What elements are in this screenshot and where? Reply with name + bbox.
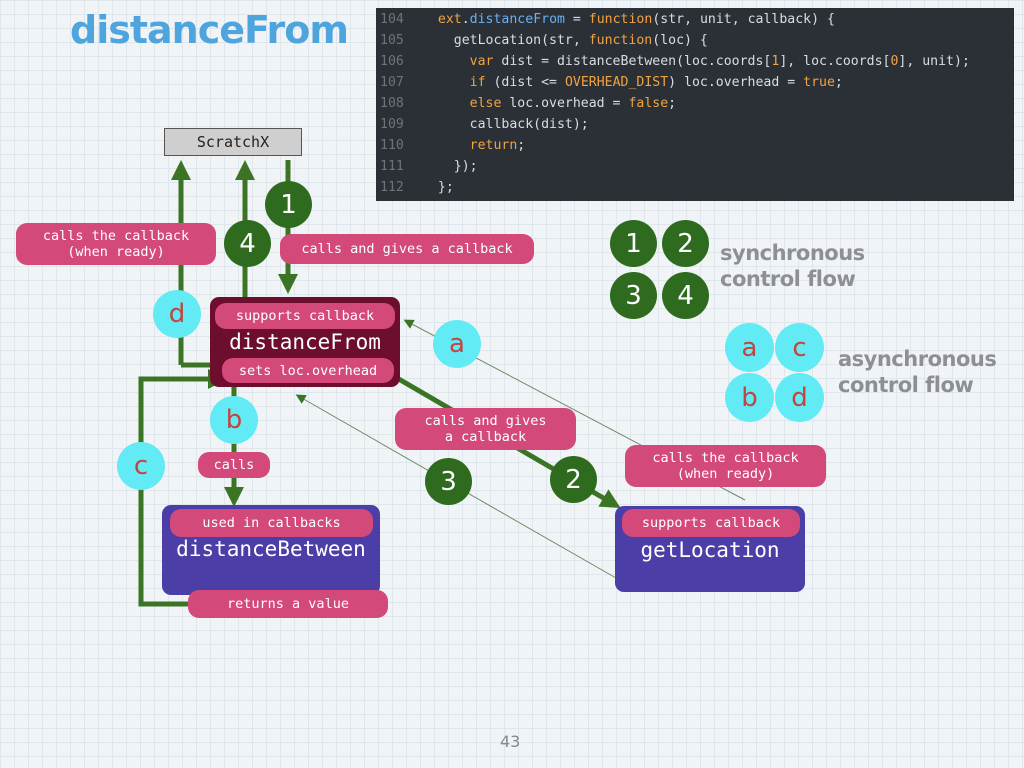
line-number: 111 [380, 159, 404, 174]
legend-sync-3: 3 [610, 272, 657, 319]
code-text: var dist = distanceBetween(loc.coords[1]… [469, 54, 970, 69]
arrow-c-return [138, 369, 228, 607]
line-number: 109 [380, 117, 404, 132]
code-text: callback(dist); [422, 117, 589, 132]
step-4-marker: 4 [224, 220, 271, 267]
legend-async-label: asynchronous control flow [838, 347, 997, 397]
line-number: 108 [380, 96, 404, 111]
legend-async-a: a [725, 323, 774, 372]
calls-callback-label-left: calls the callback (when ready) [16, 223, 216, 265]
code-text: ext.distanceFrom = function(str, unit, c… [437, 12, 835, 27]
sets-overhead-tag: sets loc.overhead [222, 358, 394, 383]
code-text: else loc.overhead = false; [469, 96, 677, 111]
code-line: 108 else loc.overhead = false; [376, 93, 676, 114]
line-number: 112 [380, 180, 404, 195]
page-title: distanceFrom [70, 8, 349, 52]
line-number: 104 [380, 12, 404, 27]
page-number: 43 [500, 732, 521, 751]
used-in-callbacks-tag: used in callbacks [170, 509, 373, 537]
code-text: if (dist <= OVERHEAD_DIST) loc.overhead … [469, 75, 843, 90]
line-number: 110 [380, 138, 404, 153]
calls-label: calls [198, 452, 270, 478]
code-block: 104 ext.distanceFrom = function(str, uni… [376, 8, 1014, 201]
step-b-marker: b [210, 396, 258, 444]
legend-sync-4: 4 [662, 272, 709, 319]
calls-gives-callback-label-top: calls and gives a callback [280, 234, 534, 264]
line-number: 105 [380, 33, 404, 48]
code-text: }; [422, 180, 454, 195]
step-c-marker: c [117, 442, 165, 490]
step-a-marker: a [433, 320, 481, 368]
step-2-marker: 2 [550, 456, 597, 503]
code-line: 110 return; [376, 135, 525, 156]
returns-value-label: returns a value [188, 590, 388, 618]
code-line: 112 }; [376, 177, 454, 198]
get-location-label: getLocation [640, 538, 780, 562]
legend-sync-2: 2 [662, 220, 709, 267]
code-text: return; [469, 138, 526, 153]
step-1-marker: 1 [265, 181, 312, 228]
code-line: 104 ext.distanceFrom = function(str, uni… [376, 9, 835, 30]
code-line: 105 getLocation(str, function(loc) { [376, 30, 708, 51]
distance-from-label: distanceFrom [229, 330, 381, 354]
line-number: 107 [380, 75, 404, 90]
supports-callback-tag: supports callback [215, 303, 395, 329]
code-line: 106 var dist = distanceBetween(loc.coord… [376, 51, 970, 72]
code-line: 107 if (dist <= OVERHEAD_DIST) loc.overh… [376, 72, 843, 93]
scratchx-node: ScratchX [164, 128, 302, 156]
legend-sync-label: synchronous control flow [720, 241, 865, 291]
code-line: 109 callback(dist); [376, 114, 589, 135]
line-number: 106 [380, 54, 404, 69]
legend-async-d: d [775, 373, 824, 422]
code-line: 111 }); [376, 156, 478, 177]
step-3-marker: 3 [425, 458, 472, 505]
get-location-supports-tag: supports callback [622, 509, 800, 537]
code-text: getLocation(str, function(loc) { [422, 33, 708, 48]
calls-gives-callback-label-mid: calls and gives a callback [395, 408, 576, 450]
legend-async-b: b [725, 373, 774, 422]
legend-sync-1: 1 [610, 220, 657, 267]
legend-async-c: c [775, 323, 824, 372]
distance-between-label: distanceBetween [176, 537, 366, 561]
calls-callback-label-right: calls the callback (when ready) [625, 445, 826, 487]
step-d-marker: d [153, 290, 201, 338]
code-text: }); [422, 159, 478, 174]
